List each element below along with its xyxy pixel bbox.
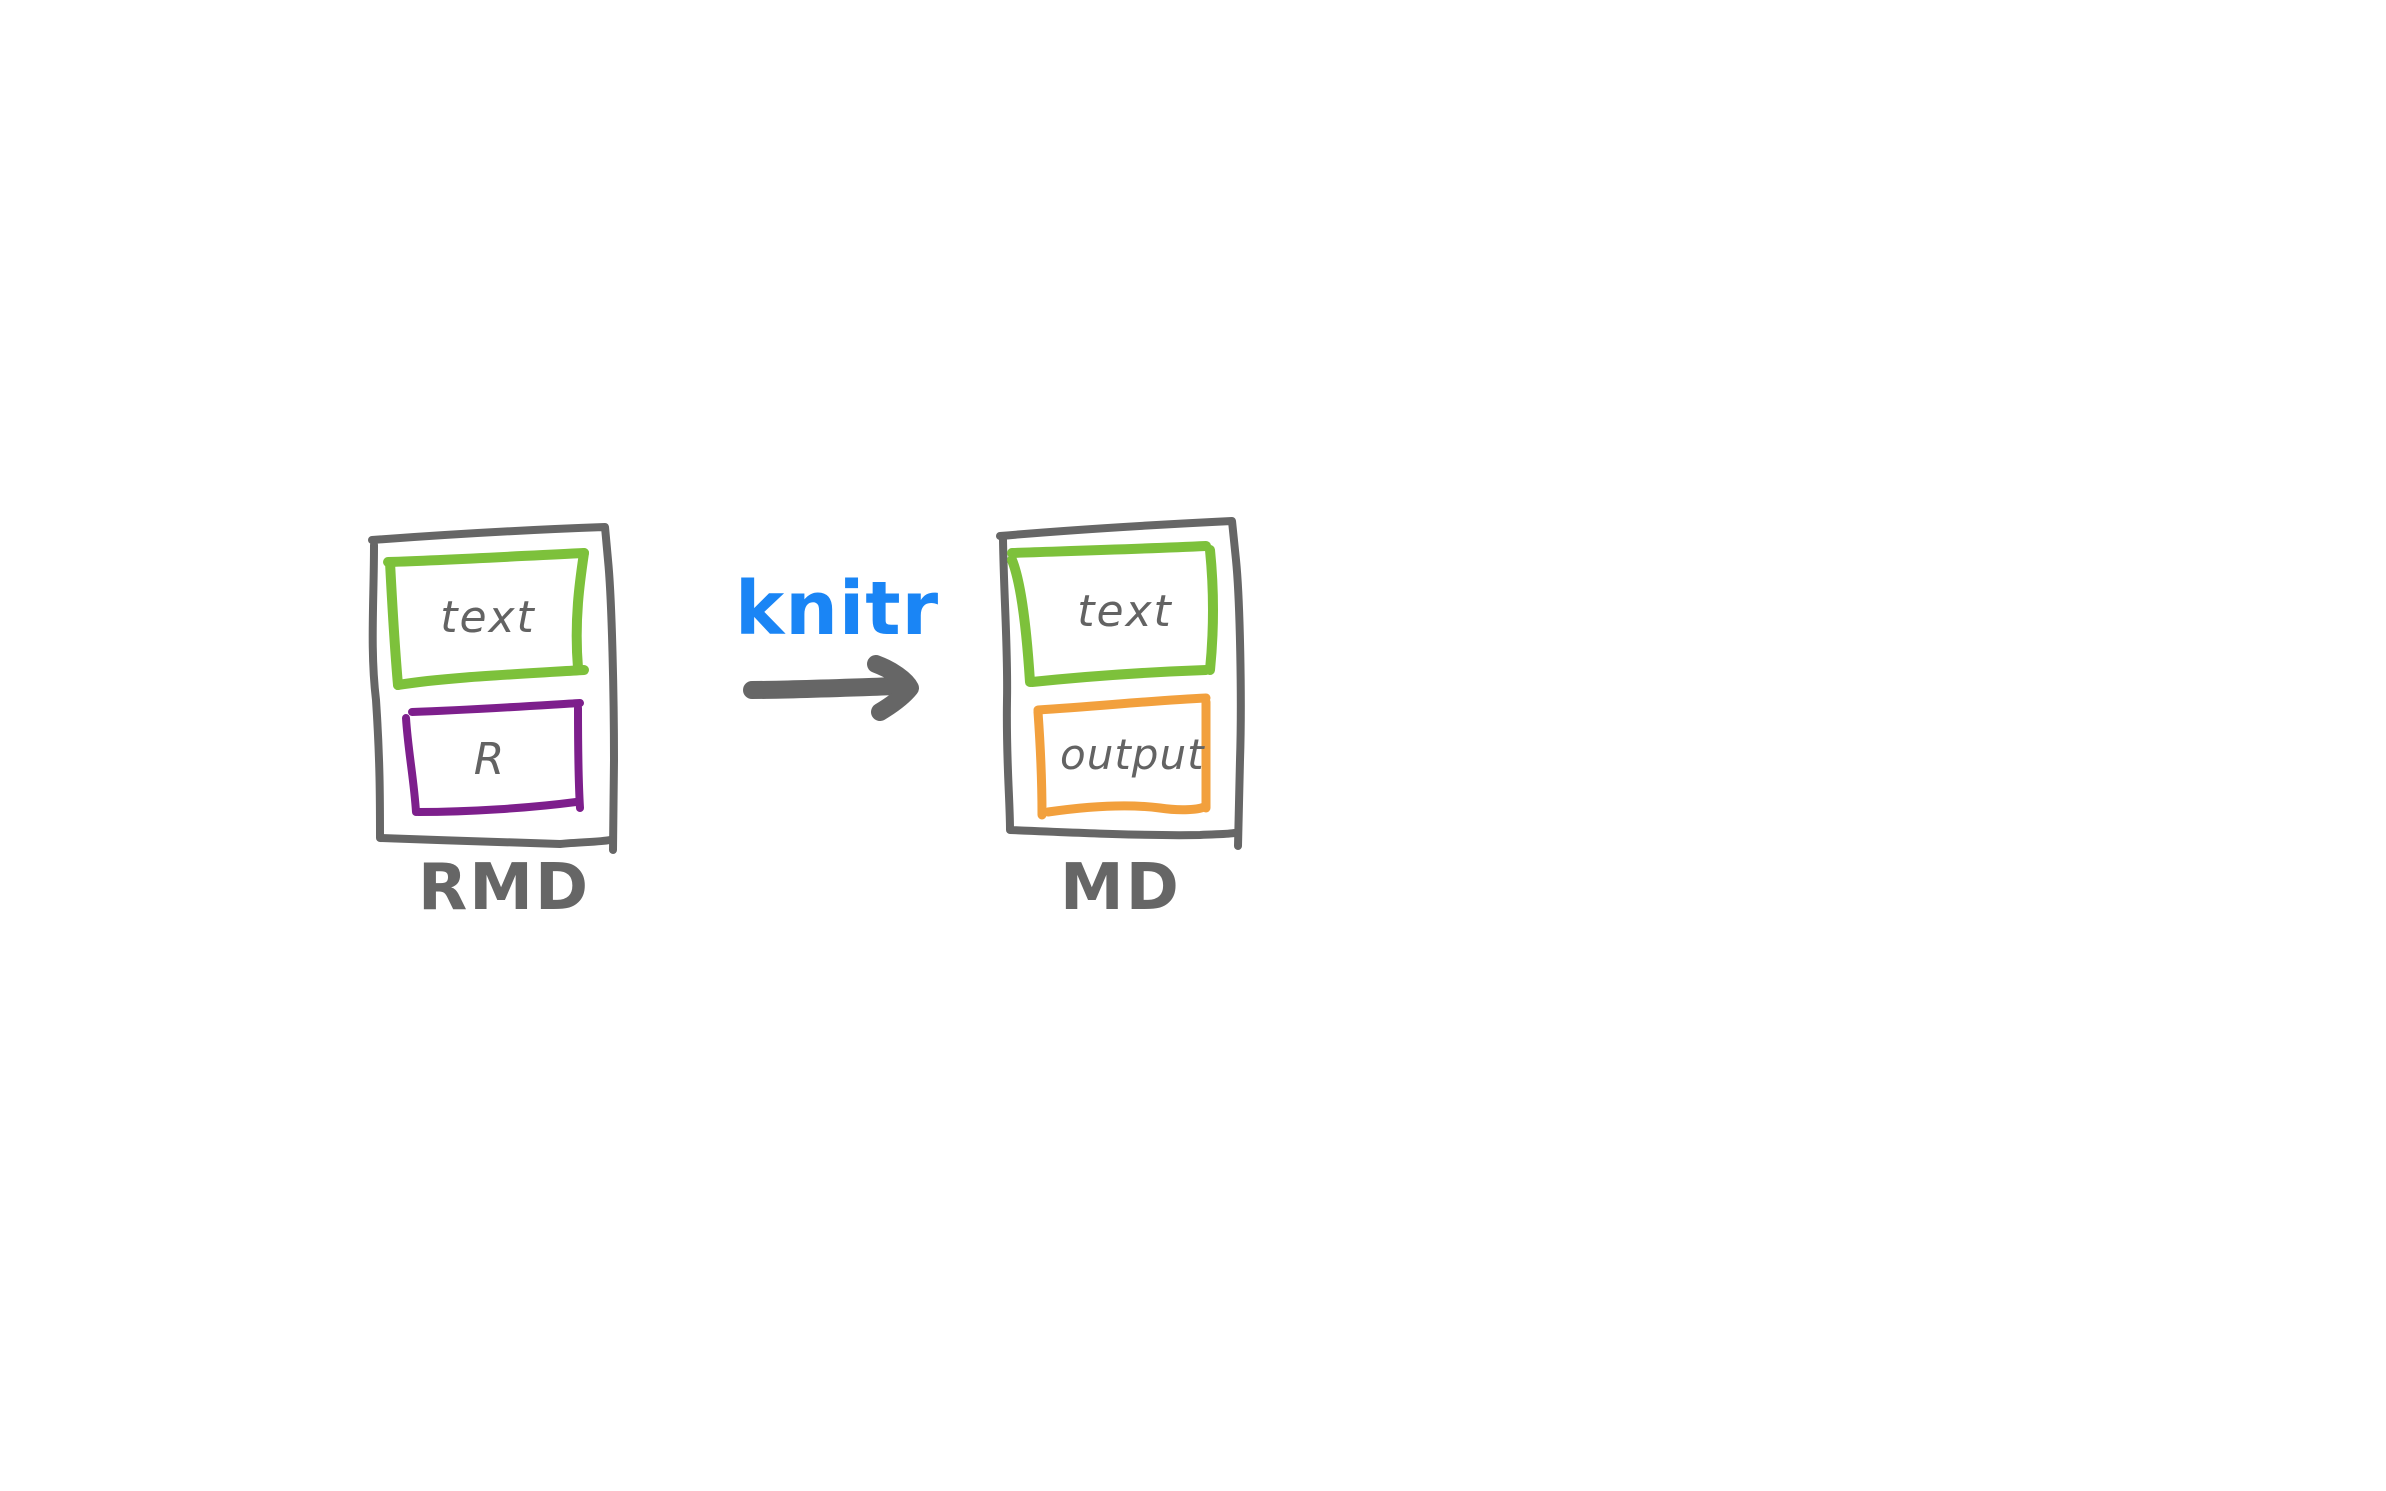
rmd-r-block-label: R [473,734,507,785]
md-text-block [1007,541,1218,687]
rmd-text-block-label: text [440,592,536,643]
md-output-block-label: output [1060,730,1205,779]
rmd-r-block [402,699,584,816]
rmd-document-outline [368,523,618,854]
knitr-process-label: knitr [735,566,940,652]
md-document-label: MD [1060,851,1181,925]
md-output-block [1033,693,1211,820]
md-document-outline [996,517,1245,850]
rmd-document-label: RMD [418,851,591,925]
right-arrow-icon [743,655,919,721]
rmd-text-block [383,548,589,690]
md-text-block-label: text [1077,586,1173,637]
